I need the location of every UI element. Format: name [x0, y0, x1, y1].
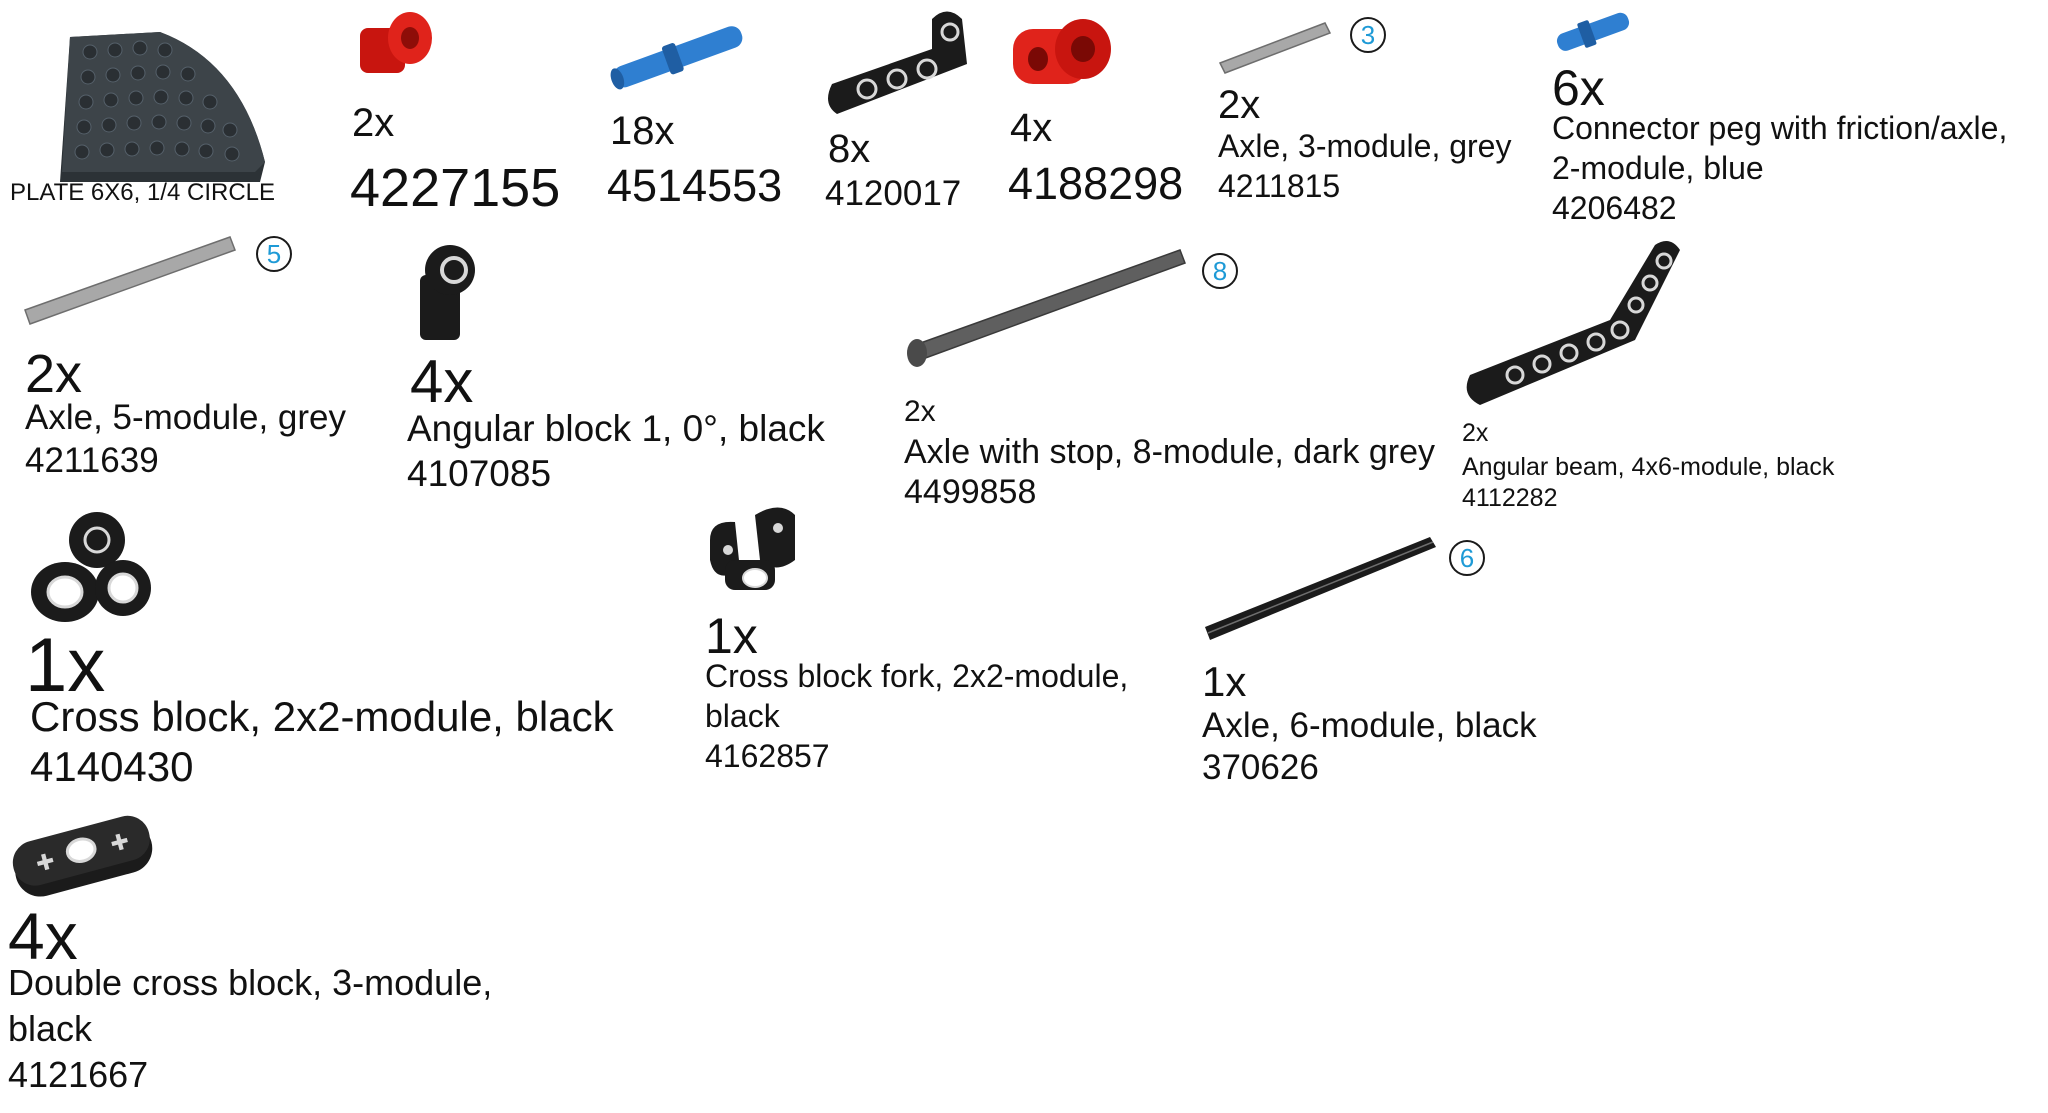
dark-grey-axle-with-stop-icon: [907, 249, 1186, 367]
quantity: 6x: [1552, 60, 1605, 116]
part-name: Axle, 6-module, black: [1202, 706, 1537, 745]
black-l-beam-icon: [828, 11, 967, 114]
part-code: 4227155: [350, 158, 561, 218]
quantity: 18x: [610, 109, 675, 153]
quantity: 4x: [410, 348, 474, 415]
part-name: Axle, 5-module, grey: [25, 398, 346, 437]
black-angular-beam-icon: [1466, 241, 1680, 405]
step-badge: 8: [1202, 253, 1238, 289]
part-name-line-2: black: [8, 1008, 93, 1049]
quantity: 8x: [828, 127, 871, 171]
part-code: 4162857: [705, 738, 830, 774]
quantity: 1x: [705, 608, 758, 664]
step-badge: 5: [256, 236, 292, 272]
blue-pin-icon: [610, 26, 743, 90]
black-double-cross-block-icon: ✚ ✚: [12, 815, 153, 897]
black-cross-block-icon: [31, 512, 151, 622]
part-code: 4211639: [25, 441, 159, 480]
quantity: 2x: [1218, 83, 1261, 127]
quarter-circle-plate-icon: [60, 32, 265, 182]
red-cross-block-icon: [1013, 19, 1111, 84]
quantity: 2x: [1462, 419, 1489, 447]
black-axle-icon: [1205, 537, 1436, 640]
part-name: Angular block 1, 0°, black: [407, 408, 825, 449]
part-name-line-2: 2-module, blue: [1552, 150, 1764, 186]
quantity: 1x: [1202, 658, 1247, 705]
part-code: 4112282: [1462, 484, 1558, 512]
part-code: 4188298: [1008, 158, 1184, 209]
quantity: 4x: [8, 899, 78, 973]
part-name: Cross block, 2x2-module, black: [30, 693, 614, 740]
quantity: 2x: [25, 344, 83, 404]
red-bush-icon: [360, 12, 432, 73]
step-badge: 6: [1449, 540, 1485, 576]
black-cross-block-fork-icon: [710, 507, 795, 590]
part-code: 4140430: [30, 743, 194, 790]
part-code: 4107085: [407, 453, 552, 494]
part-code: 4120017: [825, 174, 962, 213]
quantity: 2x: [904, 395, 936, 428]
part-name-line-1: Cross block fork, 2x2-module,: [705, 658, 1129, 694]
quantity: 2x: [352, 101, 395, 145]
part-name-line-1: Double cross block, 3-module,: [8, 962, 493, 1003]
grey-axle-icon: [1218, 22, 1332, 74]
part-name: Axle, 3-module, grey: [1218, 128, 1512, 164]
grey-axle-icon: [24, 236, 236, 325]
part-code: 4499858: [904, 473, 1037, 511]
blue-peg-icon: [1556, 12, 1630, 51]
part-name: Angular beam, 4x6-module, black: [1462, 453, 1835, 481]
part-code: 4206482: [1552, 190, 1677, 226]
part-name: Axle with stop, 8-module, dark grey: [904, 433, 1436, 471]
part-code: 4514553: [607, 160, 783, 211]
step-badge: 3: [1350, 17, 1386, 53]
part-code: 370626: [1202, 748, 1319, 787]
part-name-line-1: Connector peg with friction/axle,: [1552, 110, 2008, 146]
part-name-line-2: black: [705, 698, 780, 734]
part-code: 4211815: [1218, 168, 1341, 204]
quantity: 4x: [1010, 106, 1053, 150]
part-name: PLATE 6X6, 1/4 CIRCLE: [10, 179, 276, 206]
part-code: 4121667: [8, 1054, 149, 1095]
black-angular-block-icon: [420, 245, 475, 340]
quantity: 1x: [25, 623, 106, 708]
